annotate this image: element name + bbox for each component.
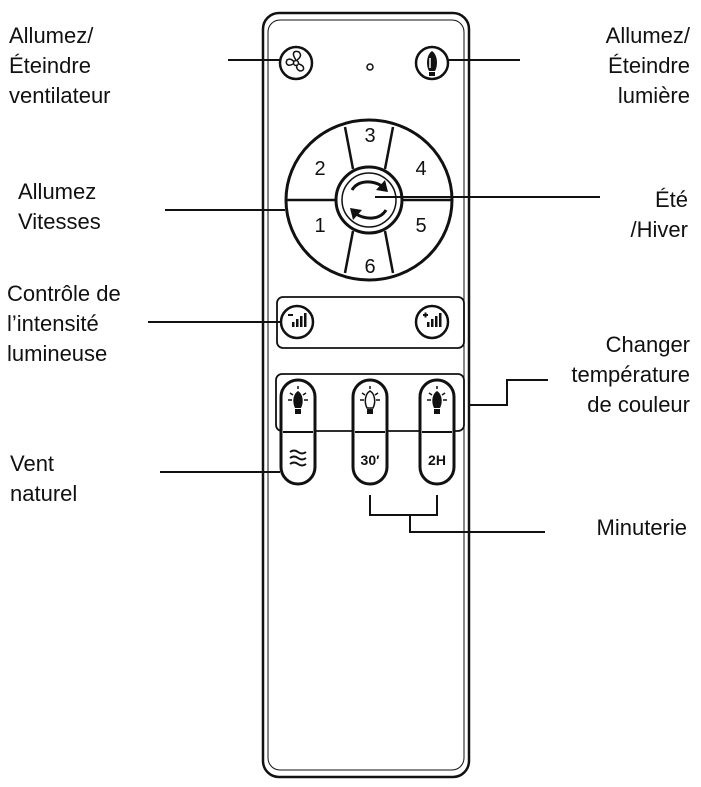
dimmer-panel [276, 296, 465, 349]
wind-icon [289, 449, 307, 467]
speed-dial [284, 118, 454, 282]
label-color-temp: Changer température de couleur [571, 332, 690, 417]
brightness-down-icon [288, 313, 307, 327]
light-power-button [414, 45, 450, 81]
swap-arrows-icon [350, 180, 388, 220]
label-dimmer: Contrôle de l’intensité lumineuse [7, 281, 121, 366]
bulb-icon [427, 51, 437, 76]
brightness-up-icon [423, 312, 442, 327]
neutral-bulb-icon [427, 386, 447, 414]
dim-up-button [414, 304, 450, 340]
cool-bulb-icon [360, 386, 380, 414]
label-natural-wind: Vent naturel [10, 451, 78, 506]
warm-bulb-icon [288, 386, 308, 414]
fan-icon [285, 50, 305, 72]
label-season: Été /Hiver [630, 187, 688, 242]
label-speeds: Allumez Vitesses [18, 179, 101, 234]
speed-number-6: 6 [364, 256, 375, 278]
fan-power-button [278, 45, 314, 81]
timer-30-label: 30′ [361, 452, 381, 468]
leader-timer [409, 515, 545, 533]
label-fan-power: Allumez/ Éteindre ventilateur [9, 23, 111, 108]
leader-timer-bracket [369, 495, 438, 516]
dim-down-button [279, 304, 315, 340]
speed-number-1: 1 [314, 215, 325, 237]
speed-number-4: 4 [415, 158, 426, 180]
timer-2h-label: 2H [428, 452, 446, 468]
leader-color-temp [470, 379, 548, 406]
speed-number-2: 2 [314, 158, 325, 180]
speed-number-5: 5 [415, 215, 426, 237]
label-timer: Minuterie [596, 515, 687, 540]
indicator-led [366, 63, 374, 71]
speed-number-3: 3 [364, 125, 375, 147]
label-light-power: Allumez/ Éteindre lumière [605, 23, 690, 108]
